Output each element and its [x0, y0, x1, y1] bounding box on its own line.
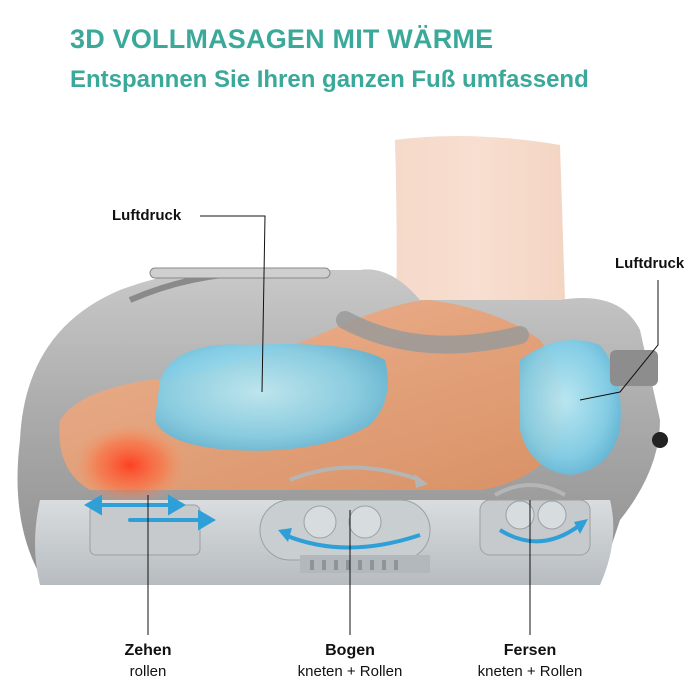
caption-arch-subtitle: kneten + Rollen — [297, 663, 403, 680]
callout-airbag-right: Luftdruck — [615, 255, 685, 272]
caption-toes-subtitle: rollen — [129, 663, 167, 680]
caption-toes: Zehen rollen — [68, 640, 228, 682]
page-title: 3D VOLLMASAGEN MIT WÄRME — [70, 24, 494, 54]
caption-heel-subtitle: kneten + Rollen — [477, 663, 583, 680]
caption-heel: Fersen kneten + Rollen — [450, 640, 610, 682]
page-subtitle: Entspannen Sie Ihren ganzen Fuß umfassen… — [70, 66, 589, 93]
caption-toes-title: Zehen — [124, 642, 172, 659]
caption-arch-title: Bogen — [325, 642, 375, 659]
caption-arch: Bogen kneten + Rollen — [270, 640, 430, 682]
caption-heel-title: Fersen — [503, 642, 557, 659]
callout-airbag-left: Luftdruck — [112, 207, 182, 224]
